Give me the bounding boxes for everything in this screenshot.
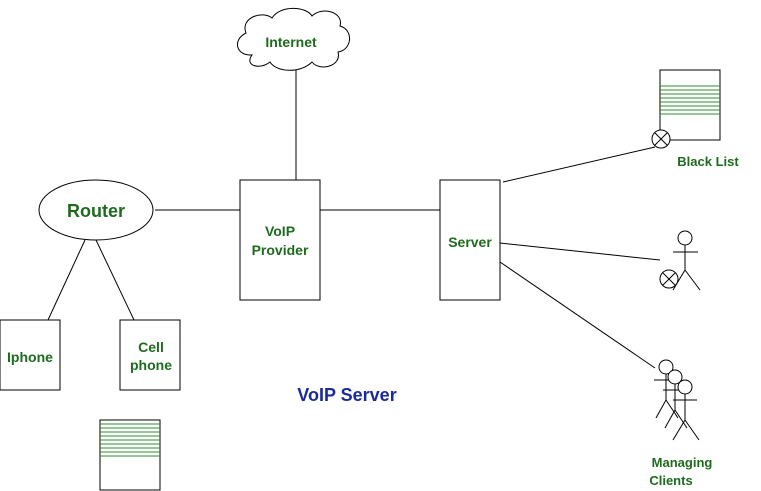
black-list-document-lines [660,85,720,115]
black-list-label: Black List [677,154,739,169]
router-node: Router [38,179,154,241]
voip-provider-node: VoIP Provider [239,179,321,301]
voip-provider-label-line2: Provider [252,242,309,258]
connections [47,70,661,369]
cell-phone-label-line1: Cell [138,339,164,355]
router-cellphone-link [95,239,135,321]
managing-clients-label-line1: Managing [652,455,713,470]
user-actor-icon [659,230,701,291]
list-document-frame [99,419,161,491]
server-label: Server [448,234,492,250]
router-label: Router [67,201,125,221]
client-actor-icon [654,359,679,419]
list-document-lines [100,423,160,457]
black-list-document-icon [659,69,721,141]
iphone-box [0,319,61,391]
black-list-node: Black List [651,69,739,169]
server-blacklist-link [502,146,656,183]
client-actor-icon [672,379,700,441]
iphone-node: Iphone [0,319,61,391]
router-ellipse [38,179,154,241]
voip-provider-label-line1: VoIP [265,223,295,239]
iphone-label: Iphone [7,349,53,365]
voip-provider-box [239,179,321,301]
user-port-icon [659,269,679,289]
server-box [439,179,501,301]
diagram-title: VoIP Server [297,385,396,405]
client-actor-icon [663,369,688,429]
black-list-port-icon [651,129,671,149]
server-user-link [499,242,661,261]
list-document-icon [99,419,161,491]
internet-cloud: Internet [237,7,350,71]
cell-phone-box [119,319,181,391]
router-iphone-link [47,239,86,321]
internet-label: Internet [265,34,317,50]
cloud-shape [237,7,350,71]
server-node: Server [439,179,501,301]
server-clients-link [499,261,656,369]
cell-phone-label-line2: phone [130,357,172,373]
cell-phone-node: Cell phone [119,319,181,391]
managing-clients-label-line2: Clients [649,473,692,488]
managing-clients-node: Managing Clients [649,359,713,488]
